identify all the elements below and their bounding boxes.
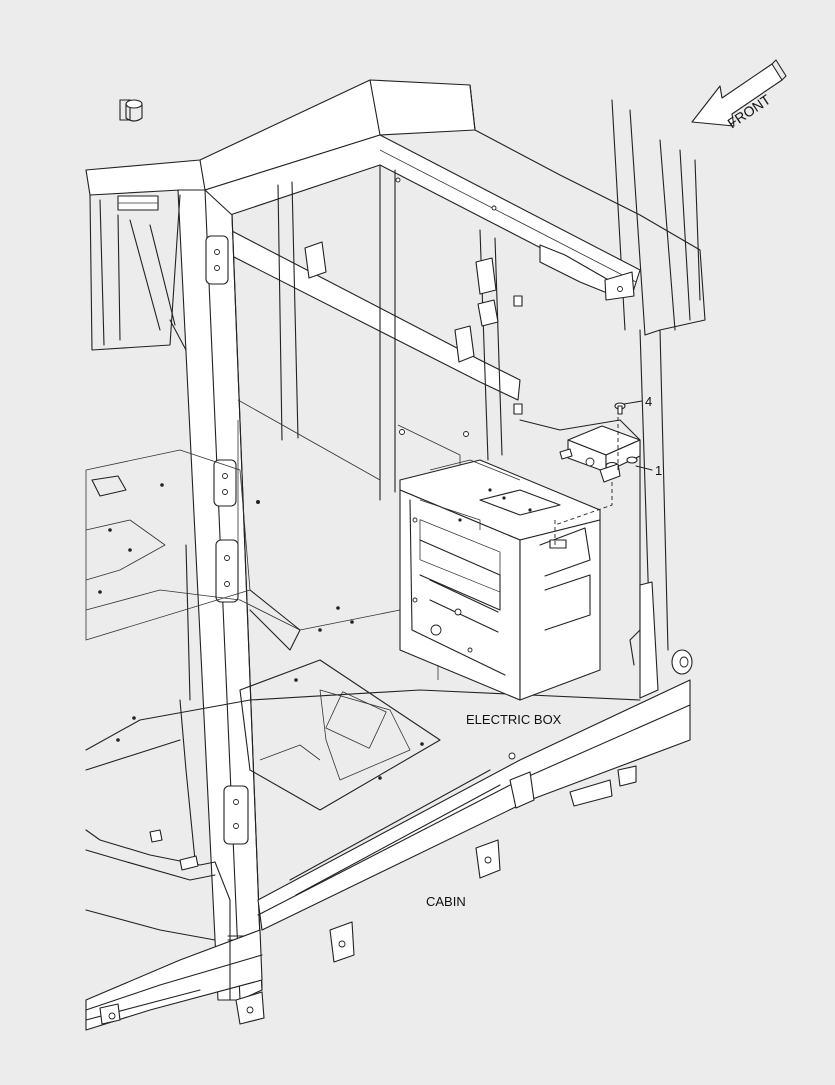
right-gusset: [629, 581, 693, 699]
callout-number-4: 4: [645, 394, 652, 409]
upper-rails: [204, 134, 641, 501]
front-arrow-icon: FRONT: [691, 59, 787, 131]
cabin-floor: [85, 449, 641, 780]
front-sill: [85, 861, 263, 1031]
electric-box: [399, 459, 601, 701]
floor-beam: [235, 679, 691, 1025]
screw-part-4: [614, 402, 626, 415]
relay-unit: [559, 425, 641, 483]
callout-number-1: 1: [655, 463, 662, 478]
floor-opening: [239, 659, 441, 811]
cabin-label: CABIN: [426, 894, 466, 909]
mounting-guide: [554, 410, 619, 548]
left-door-frame: [85, 194, 216, 881]
left-front-pillar: [177, 189, 263, 1001]
cabin-roof: [85, 79, 476, 211]
callout-leaders: [623, 400, 653, 471]
electric-box-label: ELECTRIC BOX: [466, 712, 562, 727]
